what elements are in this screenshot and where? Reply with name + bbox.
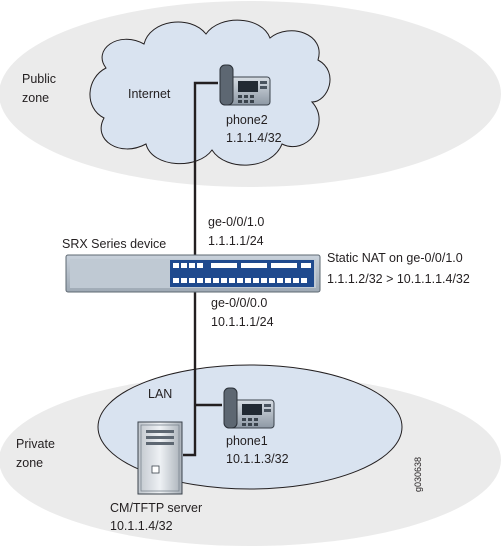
- srx-lower-interface: ge-0/0/0.0: [211, 296, 267, 310]
- link-srx-phone1: [183, 292, 197, 457]
- internet-label: Internet: [128, 87, 171, 101]
- private-zone-label-line2: zone: [16, 456, 43, 470]
- phone2-ip: 1.1.1.4/32: [226, 131, 282, 145]
- server-ip: 10.1.1.4/32: [110, 519, 173, 533]
- server-icon: [137, 421, 183, 495]
- private-zone-label-line1: Private: [16, 437, 55, 451]
- srx-lower-ip: 10.1.1.1/24: [211, 315, 274, 329]
- srx-nat-rule-line1: Static NAT on ge-0/0/1.0: [327, 251, 463, 265]
- srx-upper-interface: ge-0/0/1.0: [208, 215, 264, 229]
- phone1-name: phone1: [226, 434, 268, 448]
- srx-nat-rule-line2: 1.1.1.2/32 > 10.1.1.1.4/32: [327, 272, 470, 286]
- phone1-ip: 10.1.1.3/32: [226, 452, 289, 466]
- public-zone-label-line2: zone: [22, 91, 49, 105]
- link-phone2-srx: [193, 81, 218, 255]
- internet-cloud: [89, 19, 331, 166]
- srx-device-label: SRX Series device: [62, 237, 166, 251]
- server-name: CM/TFTP server: [110, 501, 202, 515]
- lan-label: LAN: [148, 387, 172, 401]
- srx-upper-ip: 1.1.1.1/24: [208, 234, 264, 248]
- phone2-name: phone2: [226, 113, 268, 127]
- srx-device: [65, 254, 321, 293]
- figure-id: g030638: [413, 457, 423, 492]
- public-zone-label-line1: Public: [22, 72, 56, 86]
